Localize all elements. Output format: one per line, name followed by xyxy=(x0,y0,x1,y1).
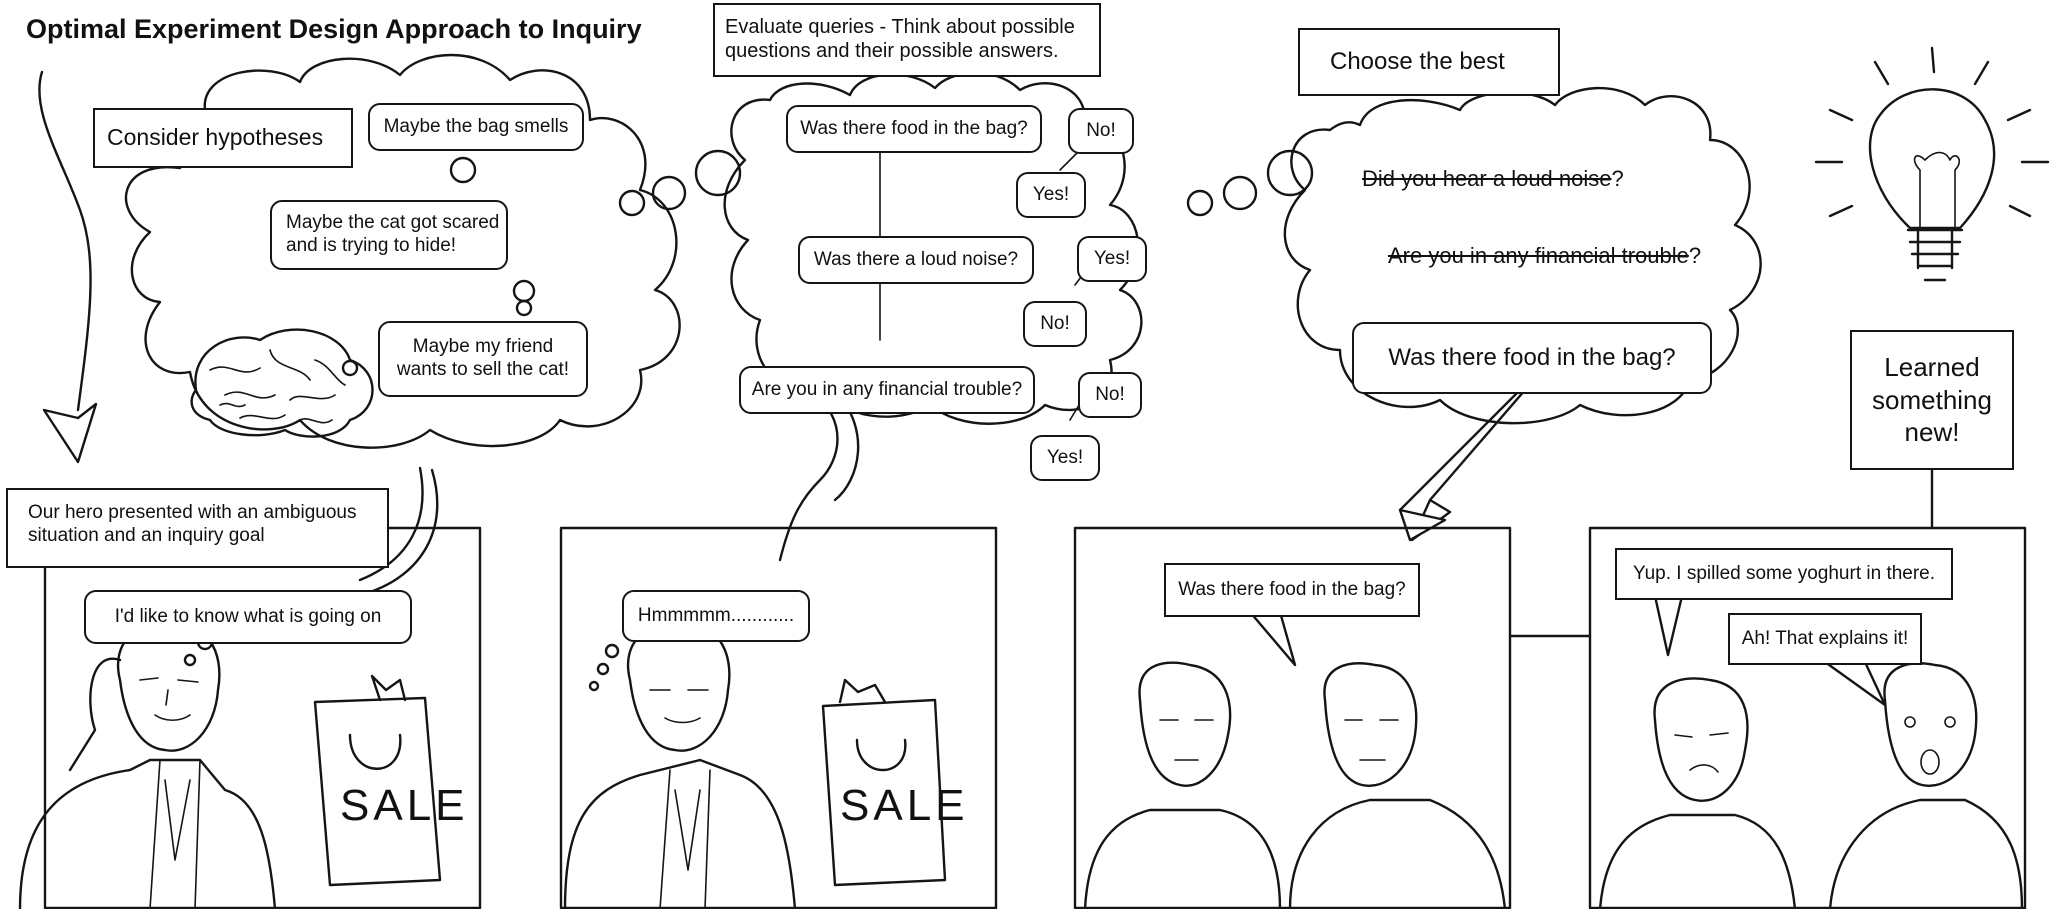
query-3-answer-yes: Yes! xyxy=(1030,435,1100,481)
thought-bubble xyxy=(512,279,536,303)
panel-1-speech: I'd like to know what is going on xyxy=(84,590,412,644)
hypothesis-3: Maybe my friend wants to sell the cat! xyxy=(378,321,588,397)
page-title: Optimal Experiment Design Approach to In… xyxy=(26,14,642,44)
panel-1-frame xyxy=(43,526,482,909)
query-2-answer-no: No! xyxy=(1023,301,1087,347)
thought-bubble xyxy=(449,156,477,184)
consider-hypotheses-label: Consider hypotheses xyxy=(107,124,324,150)
woman-figure-panel3 xyxy=(1083,661,1282,909)
hero-figure-panel4 xyxy=(1828,662,2024,909)
bag-text-panel2: SALE xyxy=(840,781,969,830)
arrow-head xyxy=(1398,508,1447,542)
bag-text-panel1: SALE xyxy=(340,781,469,830)
brain-icon xyxy=(190,328,374,438)
thought-cloud-hypotheses xyxy=(124,53,681,449)
hero-figure-panel1 xyxy=(18,623,277,909)
query-1-question: Was there food in the bag? xyxy=(786,105,1042,153)
evaluate-queries-label-box: Evaluate queries - Think about possible … xyxy=(713,3,1101,77)
panel-1-caption-box: Our hero presented with an ambiguous sit… xyxy=(6,488,389,568)
woman-figure-panel4 xyxy=(1598,677,1797,909)
learned-something-new-box: Learned something new! xyxy=(1850,330,2014,470)
query-2-answer-yes: Yes! xyxy=(1077,236,1147,282)
panel-4-response: Ah! That explains it! xyxy=(1728,613,1922,665)
panel-3-frame xyxy=(1073,526,1512,909)
query-3-answer-no: No! xyxy=(1078,372,1142,418)
rejected-query-1: Did you hear a loud noise? xyxy=(1362,166,1624,191)
hypothesis-1: Maybe the bag smells xyxy=(368,103,584,151)
cat-bag-panel2 xyxy=(821,678,947,887)
query-2-question: Was there a loud noise? xyxy=(798,236,1034,284)
lightbulb-icon xyxy=(1814,46,2050,282)
learned-something-new-label: Learned something new! xyxy=(1872,352,1992,448)
flow-arrow-left xyxy=(38,70,92,412)
thought-bubble xyxy=(515,299,533,317)
panel-1-caption: Our hero presented with an ambiguous sit… xyxy=(28,502,357,546)
cat-bag-panel1 xyxy=(313,674,442,887)
panel-2-frame xyxy=(559,526,998,909)
thought-tail-panel2 xyxy=(778,388,860,562)
best-query: Was there food in the bag? xyxy=(1352,322,1712,394)
choose-best-label-box: Choose the best xyxy=(1298,28,1560,96)
hypothesis-2: Maybe the cat got scared and is trying t… xyxy=(270,200,508,270)
choose-best-label: Choose the best xyxy=(1330,48,1505,75)
panel-4-frame xyxy=(1588,526,2027,909)
consider-hypotheses-label-box: Consider hypotheses xyxy=(93,108,353,168)
flow-arrow-left-head xyxy=(42,402,98,464)
evaluate-queries-label: Evaluate queries - Think about possible … xyxy=(725,16,1075,62)
rejected-query-2: Are you in any financial trouble? xyxy=(1388,243,1702,268)
hero-figure-panel3 xyxy=(1288,662,1507,909)
panel-3-speech: Was there food in the bag? xyxy=(1164,563,1420,617)
panel-2-thought: Hmmmmm............ xyxy=(622,590,810,642)
query-3-question: Are you in any financial trouble? xyxy=(739,366,1035,414)
query-1-answer-no: No! xyxy=(1068,108,1134,154)
panel-4-reply: Yup. I spilled some yoghurt in there. xyxy=(1615,548,1953,600)
query-1-answer-yes: Yes! xyxy=(1016,172,1086,218)
